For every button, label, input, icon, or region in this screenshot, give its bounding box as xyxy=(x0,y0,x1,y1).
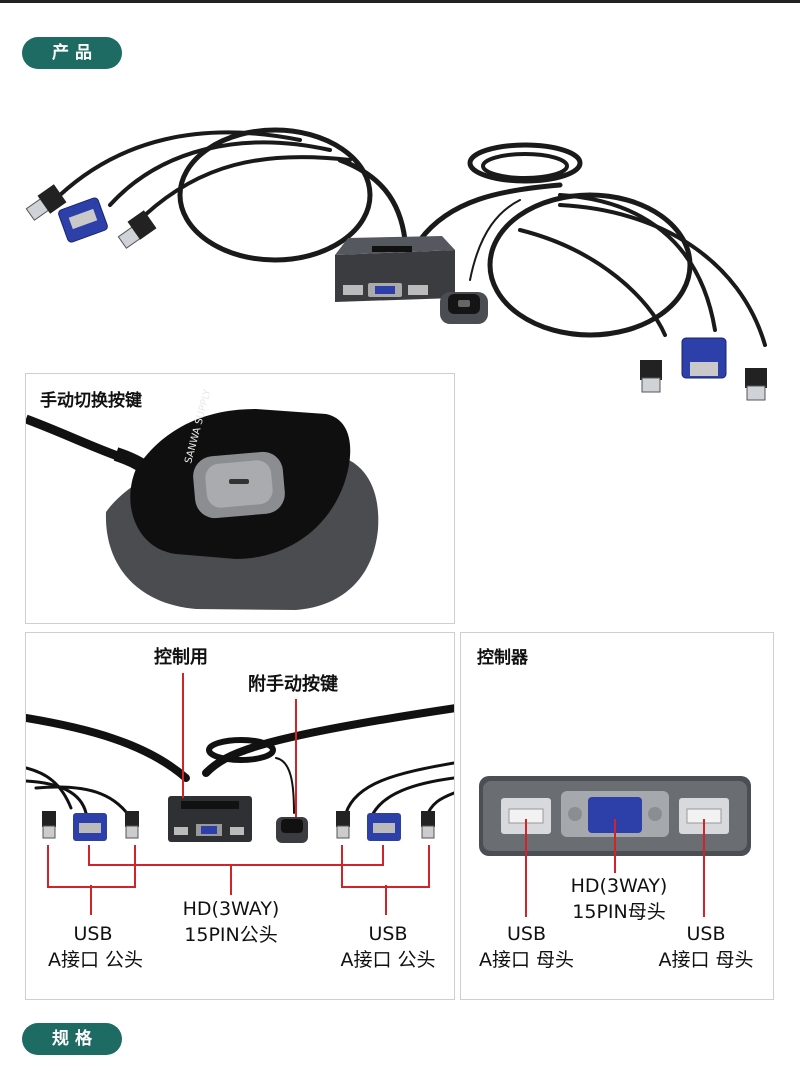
panel-manual-button: 手动切换按键 SANWA SUPPLY xyxy=(25,373,455,624)
section-header-product: 产品 xyxy=(22,37,122,69)
manual-button-illustration: SANWA SUPPLY xyxy=(26,387,379,610)
panel-controller: 控制器 HD(3WAY) 15PIN母头 USB A接口 母头 USB A接口 … xyxy=(460,632,774,1000)
label-hd-vga-male: HD(3WAY) 15PIN公头 xyxy=(182,898,280,946)
label-control: 控制用 xyxy=(154,647,208,668)
panel-cable-connectors: 控制用 附手动按键 USB A接口 公头 HD(3WAY) 15PIN公头 US… xyxy=(25,632,455,1000)
label-usb-right-female: USB A接口 母头 xyxy=(658,923,754,971)
label-manual-button: 附手动按键 xyxy=(248,674,338,695)
panel-controller-title: 控制器 xyxy=(477,648,528,668)
panel-manual-button-title: 手动切换按键 xyxy=(40,391,142,411)
label-usb-left: USB A接口 公头 xyxy=(48,923,144,971)
label-usb-right: USB A接口 公头 xyxy=(340,923,436,971)
cable-connectors-illustration xyxy=(26,673,454,915)
controller-front-illustration xyxy=(479,776,751,917)
label-usb-left-female: USB A接口 母头 xyxy=(479,923,575,971)
label-hd-vga-female: HD(3WAY) 15PIN母头 xyxy=(570,875,668,923)
top-divider xyxy=(0,0,800,3)
product-hero-illustration xyxy=(25,127,767,401)
section-header-spec: 规格 xyxy=(22,1023,122,1055)
